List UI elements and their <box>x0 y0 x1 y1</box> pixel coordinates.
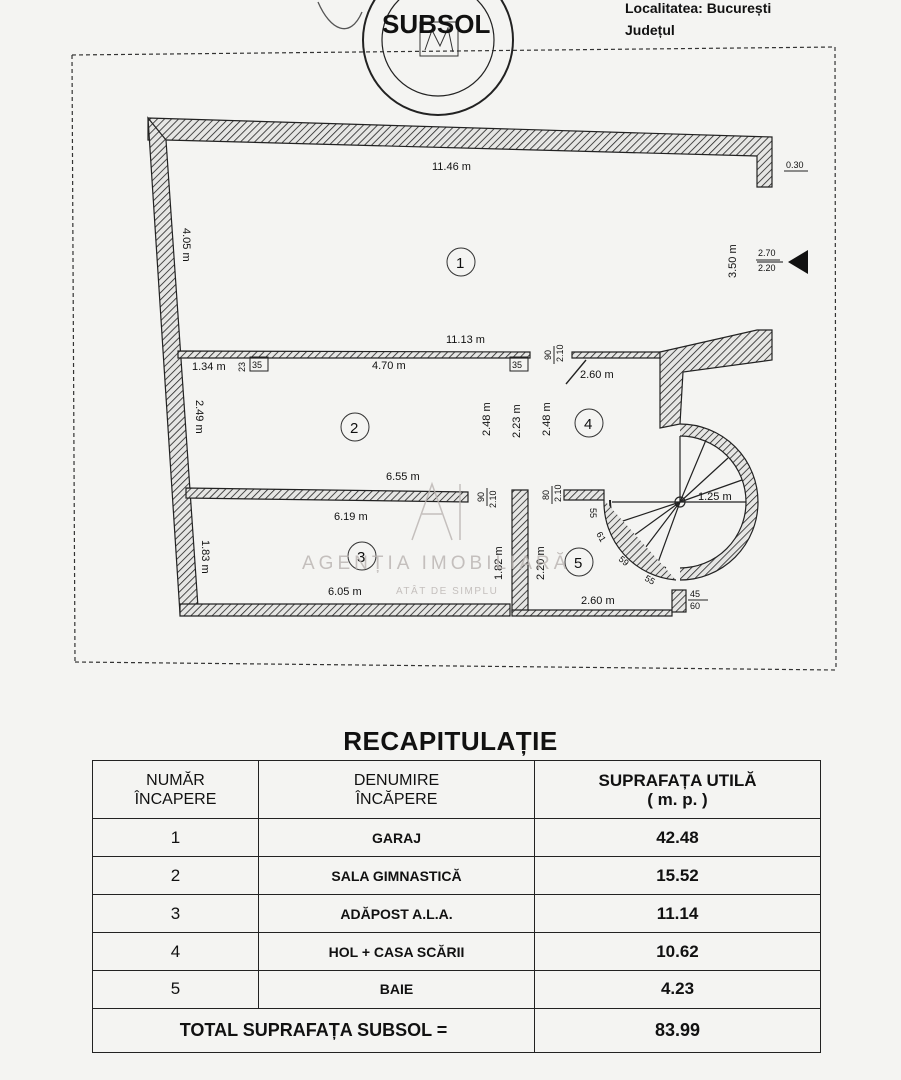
header-number-line2: ÎNCAPERE <box>134 790 217 808</box>
row-name: GARAJ <box>258 818 535 858</box>
header-name: DENUMIRE ÎNCĂPERE <box>258 759 535 820</box>
spiral-stair <box>603 423 759 581</box>
dim-p23: 23 <box>237 362 247 372</box>
header-number: NUMĂR ÎNCAPERE <box>92 759 259 820</box>
win-den: 60 <box>690 601 700 611</box>
dim-hall-h2: 2.23 m <box>511 404 523 438</box>
total-row: TOTAL SUPRAFAȚA SUBSOL = 83.99 <box>92 1007 821 1054</box>
step-55a: 55 <box>588 508 598 518</box>
step-61: 61 <box>594 530 608 544</box>
row-name: ADĂPOST A.L.A. <box>258 894 535 934</box>
agency-watermark: AGENȚIA IMOBILIARĂ ATÂT DE SIMPLU <box>302 481 570 597</box>
dim-left-depth: 4.05 m <box>180 228 192 262</box>
table-row: 4 HOL + CASA SCĂRII 10.62 <box>92 932 821 972</box>
door-r-num: 80 <box>541 490 551 500</box>
dim-hall-width: 2.60 m <box>580 369 614 381</box>
door-swings <box>565 359 587 385</box>
step-55b: 55 <box>643 573 657 587</box>
level-top: 2.70 <box>758 248 776 258</box>
dim-stair-radius: 1.25 m <box>698 491 732 503</box>
walls <box>147 116 773 617</box>
room-1-number: 1 <box>456 255 464 272</box>
door-r-den: 2.10 <box>553 484 563 502</box>
table-row: 3 ADĂPOST A.L.A. 11.14 <box>92 894 821 934</box>
dimension-labels: 11.46 m 0.30 4.05 m 3.50 m 2.70 2.20 11.… <box>180 160 808 611</box>
table-row: 1 GARAJ 42.48 <box>92 818 821 858</box>
recap-table: NUMĂR ÎNCAPERE DENUMIRE ÎNCĂPERE SUPRAFA… <box>92 759 821 1054</box>
recap-title: RECAPITULAȚIE <box>343 726 558 756</box>
dim-room2-bottom: 6.55 m <box>386 471 420 483</box>
header-area-line1: SUPRAFAȚA UTILĂ <box>598 770 757 790</box>
dim-hall-h1: 2.48 m <box>481 402 493 436</box>
dim-mid-width: 11.13 m <box>446 334 485 346</box>
row-area: 4.23 <box>534 970 821 1009</box>
row-area: 10.62 <box>534 932 821 972</box>
dim-hall-h3: 2.48 m <box>541 402 553 436</box>
dim-room2-left: 1.34 m <box>192 361 226 373</box>
dim-p35a: 35 <box>252 360 262 370</box>
county-label: Județul <box>625 22 675 38</box>
table-row: 5 BAIE 4.23 <box>92 970 821 1009</box>
row-number: 1 <box>92 818 259 858</box>
dim-room3-bottom: 6.05 m <box>328 586 362 598</box>
dim-right-height: 3.50 m <box>727 244 739 278</box>
row-number: 5 <box>92 970 259 1009</box>
dim-wall-offset: 0.30 <box>786 160 804 170</box>
row-name: SALA GIMNASTICĂ <box>258 856 535 896</box>
door-top-num: 90 <box>543 350 553 360</box>
dim-room5-bottom: 2.60 m <box>581 595 615 607</box>
room-5-number: 5 <box>574 555 582 572</box>
dim-room3-right: 1.82 m <box>493 546 505 580</box>
header-area-line2: ( m. p. ) <box>647 789 708 809</box>
floor-plan: SUBSOL 1 2 3 4 5 11.46 m 0.30 4.05 m 3.5… <box>71 0 837 671</box>
room-markers: 1 2 3 4 5 <box>340 247 604 577</box>
level-arrow <box>788 250 808 274</box>
dim-p35b: 35 <box>512 360 522 370</box>
row-number: 4 <box>92 932 259 972</box>
dim-room2-len: 4.70 m <box>372 360 406 372</box>
win-num: 45 <box>690 589 700 599</box>
row-name: BAIE <box>258 970 535 1009</box>
room-2-number: 2 <box>350 420 358 437</box>
official-stamp <box>317 0 514 116</box>
plan-frame <box>71 46 837 671</box>
level-bottom: 2.20 <box>758 263 776 273</box>
locality-label: Localitatea: București <box>625 0 772 16</box>
door-mid-den: 2.10 <box>488 490 498 508</box>
header-name-line2: ÎNCĂPERE <box>355 790 438 808</box>
row-number: 2 <box>92 856 259 896</box>
row-number: 3 <box>92 894 259 934</box>
total-value: 83.99 <box>534 1007 821 1054</box>
header-area: SUPRAFAȚA UTILĂ ( m. p. ) <box>534 759 821 820</box>
row-area: 15.52 <box>534 856 821 896</box>
door-top-den: 2.10 <box>555 344 565 362</box>
row-area: 42.48 <box>534 818 821 858</box>
table-header-row: NUMĂR ÎNCAPERE DENUMIRE ÎNCĂPERE SUPRAFA… <box>92 759 821 820</box>
room-4-number: 4 <box>584 416 592 433</box>
watermark-tagline: ATÂT DE SIMPLU <box>396 584 498 597</box>
dim-room3-top: 6.19 m <box>334 511 368 523</box>
dim-room5-height: 2.20 m <box>535 546 547 580</box>
step-59: 59 <box>617 554 631 568</box>
room-3-number: 3 <box>357 549 365 566</box>
header-number-line1: NUMĂR <box>146 771 205 789</box>
table-row: 2 SALA GIMNASTICĂ 15.52 <box>92 856 821 896</box>
door-mid-num: 90 <box>476 492 486 502</box>
watermark-name: AGENȚIA IMOBILIARĂ <box>302 553 570 574</box>
dim-top-width: 11.46 m <box>432 161 471 173</box>
dim-room2-height: 2.49 m <box>193 400 205 434</box>
total-label: TOTAL SUPRAFAȚA SUBSOL = <box>92 1007 535 1054</box>
dim-room3-height: 1.83 m <box>199 540 211 574</box>
header-name-line1: DENUMIRE <box>353 771 440 789</box>
row-area: 11.14 <box>534 894 821 934</box>
plan-title: SUBSOL <box>382 9 490 39</box>
row-name: HOL + CASA SCĂRII <box>258 932 535 972</box>
